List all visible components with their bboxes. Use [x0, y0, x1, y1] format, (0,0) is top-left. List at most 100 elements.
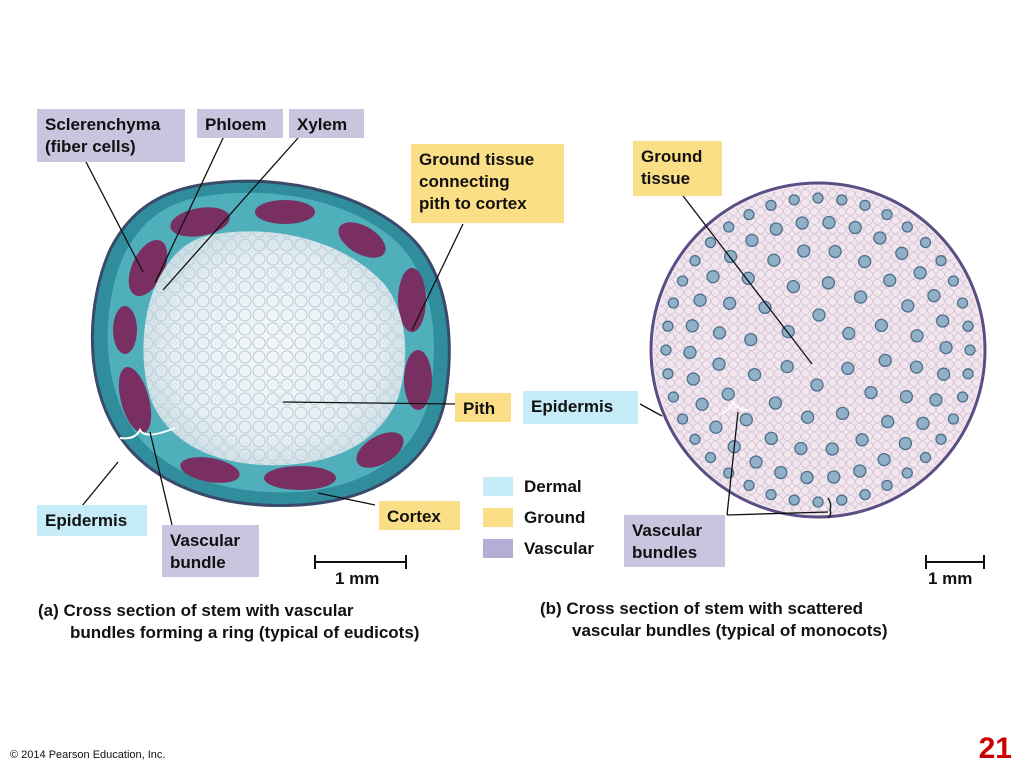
monocot-vascular-bundle — [853, 464, 867, 478]
monocot-vascular-bundle — [689, 255, 701, 267]
monocot-vascular-bundle — [910, 329, 924, 343]
legend-swatch-dermal — [483, 477, 513, 496]
monocot-vascular-bundle — [743, 479, 755, 492]
eudicot-vascular-bundle — [170, 207, 230, 237]
monocot-vascular-bundle — [768, 396, 783, 410]
monocot-vascular-bundle — [795, 216, 809, 230]
monocot-vascular-bundle — [877, 452, 891, 467]
ground-tissue-connecting-label: Ground tissue connecting pith to cortex — [411, 144, 564, 223]
vascular-bundle-label: Vascular bundle — [162, 525, 259, 577]
monocot-vascular-bundle — [859, 488, 871, 501]
monocot-vascular-bundle — [689, 433, 701, 445]
monocot-vascular-bundle — [695, 397, 709, 411]
monocot-vascular-bundle — [859, 199, 871, 212]
vascular-bundles-bracket-inner — [721, 399, 749, 415]
legend-label-ground: Ground — [524, 508, 586, 527]
monocot-scattered-vascular-bundles — [660, 192, 976, 508]
leader-lines — [81, 135, 829, 526]
ground-tissue-label-b: Ground tissue — [633, 141, 722, 196]
monocot-vascular-bundle — [794, 441, 808, 456]
monocot-vascular-bundle — [964, 344, 976, 356]
monocot-vascular-bundle — [765, 488, 777, 501]
monocot-vascular-bundle — [855, 433, 869, 447]
monocot-vascular-bundle — [758, 300, 772, 315]
monocot-vascular-bundle — [747, 367, 762, 382]
monocot-vascular-bundle — [721, 387, 735, 401]
monocot-vascular-bundle — [828, 244, 842, 259]
monocot-vascular-bundle — [769, 222, 783, 236]
monocot-vascular-bundle — [899, 390, 914, 404]
eudicot-vascular-bundle — [398, 268, 426, 332]
monocot-vascular-bundle — [825, 442, 839, 456]
caption-b-line2: vascular bundles (typical of monocots) — [572, 621, 888, 640]
monocot-vascular-bundle — [812, 192, 824, 204]
scale-bar-a-label: 1 mm — [335, 569, 380, 588]
caption-b: (b) Cross section of stem with scattered… — [540, 598, 888, 642]
monocot-vascular-bundle — [864, 385, 878, 400]
monocot-vascular-bundle — [676, 275, 689, 287]
vascular-bundles-label: Vascular bundles — [624, 515, 725, 567]
monocot-vascular-bundle — [883, 273, 897, 287]
caption-b-line1: (b) Cross section of stem with scattered — [540, 599, 864, 618]
eudicot-vascular-bundle — [113, 306, 137, 354]
monocot-vascular-bundle — [836, 494, 848, 506]
caption-a-line1: (a) Cross section of stem with vascular — [38, 601, 354, 620]
scale-bar-b-label: 1 mm — [928, 569, 973, 588]
monocot-vascular-bundle — [810, 378, 824, 392]
eudicot-vascular-bundle — [264, 466, 336, 490]
monocot-vascular-bundle — [898, 436, 913, 451]
monocot-vascular-bundle — [704, 451, 717, 464]
monocot-vascular-bundle — [901, 221, 913, 233]
pith-label: Pith — [455, 393, 511, 422]
sclerenchyma-label: Sclerenchyma (fiber cells) — [37, 109, 185, 162]
eudicot-vascular-bundle — [338, 222, 386, 258]
monocot-stem-section — [649, 181, 987, 519]
caption-a-line2: bundles forming a ring (typical of eudic… — [70, 623, 420, 642]
monocot-vascular-bundle — [901, 467, 913, 479]
page-number: 21 — [978, 732, 1012, 765]
legend-label-dermal: Dermal — [524, 477, 582, 496]
vascular-bundles-bracket-outer — [827, 497, 832, 519]
monocot-vascular-bundle — [936, 314, 950, 328]
monocot-vascular-bundle — [797, 244, 811, 258]
monocot-vascular-bundle — [749, 455, 763, 469]
monocot-vascular-bundle — [937, 367, 951, 381]
monocot-vascular-bundle — [764, 431, 778, 446]
monocot-vascular-bundle — [662, 320, 674, 332]
eudicot-vascular-bundle — [404, 350, 432, 410]
monocot-vascular-bundle — [709, 420, 723, 434]
epidermis-label-b: Epidermis — [523, 391, 638, 424]
monocot-vascular-bundle — [745, 233, 759, 248]
monocot-vascular-bundle — [858, 254, 872, 269]
monocot-vascular-bundle — [800, 410, 815, 424]
monocot-vascular-bundle — [788, 194, 800, 206]
monocot-vascular-bundle — [788, 494, 800, 506]
monocot-vascular-bundle — [874, 318, 889, 333]
monocot-vascular-bundle — [741, 271, 755, 285]
monocot-vascular-bundle — [780, 359, 794, 374]
monocot-vascular-bundle — [693, 293, 707, 307]
monocot-vascular-bundle — [901, 299, 915, 313]
monocot-vascular-bundle — [913, 266, 927, 280]
monocot-vascular-bundle — [712, 326, 727, 340]
monocot-vascular-bundle — [873, 231, 887, 245]
monocot-vascular-bundle — [723, 221, 735, 233]
monocot-vascular-bundle — [836, 194, 848, 206]
eudicot-vascular-bundle — [118, 366, 152, 434]
monocot-vascular-bundle — [895, 246, 909, 260]
scale-bar-b — [925, 555, 985, 569]
monocot-vascular-bundle — [935, 433, 947, 445]
monocot-vascular-bundle — [962, 320, 974, 332]
monocot-vascular-bundle — [660, 344, 672, 356]
monocot-vascular-bundle — [962, 368, 974, 380]
monocot-vascular-bundle — [765, 199, 777, 212]
scale-bar-a — [314, 555, 407, 569]
monocot-vascular-bundle — [667, 391, 680, 403]
monocot-vascular-bundle — [800, 470, 814, 485]
monocot-vascular-bundle — [853, 290, 868, 304]
monocot-vascular-bundle — [685, 319, 699, 333]
monocot-vascular-bundle — [774, 465, 788, 480]
monocot-vascular-bundle — [935, 255, 947, 267]
monocot-vascular-bundle — [916, 416, 930, 430]
